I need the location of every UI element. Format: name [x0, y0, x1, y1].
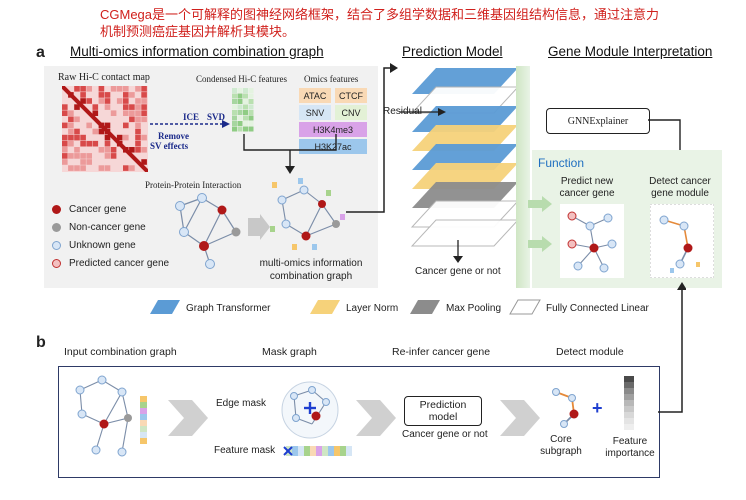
- input-graph-title: Input combination graph: [64, 346, 177, 358]
- plus-icon: +: [592, 398, 603, 418]
- ppi-label: Protein-Protein Interaction: [145, 180, 242, 190]
- ice-label: ICE: [183, 112, 200, 122]
- prediction-model-box: Prediction model: [404, 396, 482, 426]
- fi-label-2: importance: [605, 448, 655, 459]
- omic-atac: ATAC: [299, 88, 331, 103]
- fi-label-1: Feature: [612, 436, 648, 447]
- chevron-arrow-2: [356, 400, 396, 436]
- omic-cnv: CNV: [335, 105, 367, 120]
- graph-to-model-arrow: [346, 63, 398, 213]
- edge-mask-label: Edge mask: [216, 398, 267, 409]
- condensed-hic-matrix: [232, 88, 254, 132]
- residual-label: Residual: [383, 106, 422, 117]
- merge-arrow: [243, 134, 337, 174]
- combination-graph: [270, 178, 345, 250]
- feature-mask-bar: [280, 446, 352, 456]
- feature-mask-label: Feature mask: [214, 445, 276, 456]
- predict-new-label-1: Predict new: [560, 176, 614, 187]
- green-separator: [516, 66, 530, 288]
- cancer-gene-dot: [52, 204, 61, 214]
- svd-label: SVD: [207, 112, 226, 122]
- mask-graph-title: Mask graph: [262, 346, 317, 358]
- caption: CGMega是一个可解释的图神经网络框架，结合了多组学数据和三维基因组结构信息，…: [100, 7, 660, 39]
- unknown-gene-dot: [52, 240, 61, 250]
- raw-hic-label: Raw Hi-C contact map: [58, 72, 150, 83]
- hic-contact-map: [62, 86, 148, 172]
- core-label-1: Core: [550, 434, 572, 445]
- detect-module-graph: [650, 204, 714, 278]
- predict-new-graph: [560, 204, 624, 278]
- detect-module-title: Detect module: [556, 346, 624, 358]
- legend-fully-connected: Fully Connected Linear: [546, 303, 649, 314]
- prediction-model-label-2: model: [428, 411, 458, 423]
- title-interpretation: Gene Module Interpretation: [548, 44, 713, 59]
- ppi-graph: [175, 193, 241, 269]
- model-output-label: Cancer gene or not: [415, 266, 501, 277]
- omics-features-label: Omics features: [304, 74, 359, 84]
- legend-noncancer-gene: Non-cancer gene: [52, 218, 169, 236]
- ppi-to-graph-arrow: [248, 214, 270, 240]
- mask-graph: [281, 381, 339, 439]
- legend-cancer-gene: Cancer gene: [52, 200, 169, 218]
- input-combination-graph: [75, 375, 147, 457]
- prediction-model-label-1: Prediction: [419, 399, 467, 411]
- ice-svd-arrow: [150, 120, 230, 128]
- function-arrows: [528, 196, 552, 252]
- graph-caption-2: combination graph: [269, 271, 353, 282]
- omic-h3k4me3: H3K4me3: [299, 122, 367, 137]
- omic-ctcf: CTCF: [335, 88, 367, 103]
- remove-sv-label-1: Remove: [158, 131, 189, 141]
- remove-sv-label-2: SV effects: [150, 141, 189, 151]
- prediction-model-stack: [400, 68, 520, 263]
- layer-legend-shapes: [150, 299, 541, 315]
- reinfer-title: Re-infer cancer gene: [392, 346, 491, 358]
- feature-importance-bar: [624, 376, 634, 430]
- condensed-hic-label: Condensed Hi-C features: [196, 74, 287, 84]
- core-subgraph: [552, 388, 579, 428]
- gene-legend: Cancer gene Non-cancer gene Unknown gene…: [52, 200, 169, 272]
- legend-unknown-gene: Unknown gene: [52, 236, 169, 254]
- core-label-2: subgraph: [540, 446, 582, 457]
- legend-max-pooling: Max Pooling: [446, 303, 502, 314]
- chevron-arrow-1: [168, 400, 208, 436]
- function-label: Function: [538, 156, 585, 170]
- chevron-arrow-3: [500, 400, 540, 436]
- legend-layer-norm: Layer Norm: [346, 303, 399, 314]
- legend-graph-transformer: Graph Transformer: [186, 303, 271, 314]
- omic-snv: SNV: [299, 105, 331, 120]
- panel-b-label: b: [36, 334, 46, 351]
- predicted-gene-dot: [52, 258, 61, 268]
- noncancer-gene-dot: [52, 222, 61, 232]
- predict-new-label-2: cancer gene: [559, 188, 615, 199]
- graph-caption-1: multi-omics information: [259, 258, 363, 269]
- title-prediction: Prediction Model: [402, 44, 503, 59]
- explanation-panel: [58, 366, 660, 478]
- panel-a-label: a: [36, 44, 45, 61]
- module-feedback-arrow: [658, 282, 686, 413]
- title-multiomics: Multi-omics information combination grap…: [70, 44, 324, 59]
- legend-predicted-gene: Predicted cancer gene: [52, 254, 169, 272]
- detect-module-label-2: gene module: [651, 188, 709, 199]
- reinfer-output-label: Cancer gene or not: [402, 429, 488, 440]
- detect-module-label-1: Detect cancer: [649, 176, 711, 187]
- gnnexplainer-box: GNNExplainer: [546, 108, 650, 134]
